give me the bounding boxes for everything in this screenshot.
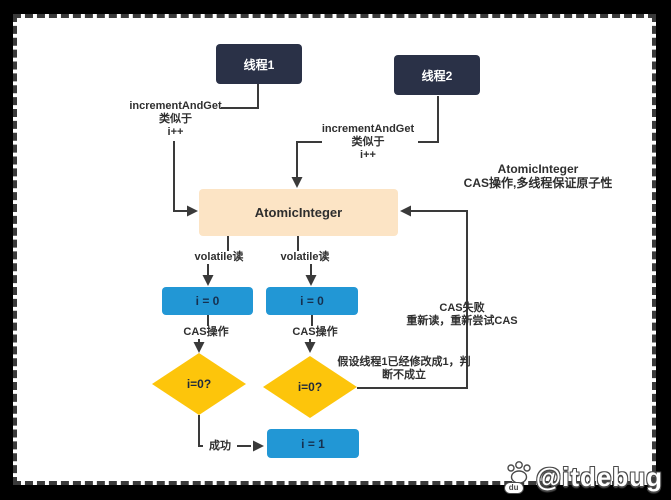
note-atomicinteger-cas: AtomicInteger CAS操作,多线程保证原子性 — [458, 162, 618, 190]
label-cas-op-right: CAS操作 — [285, 326, 345, 339]
label-line: 类似于 — [351, 135, 385, 148]
note-assume-modified: 假设线程1已经修改成1，判 断不成立 — [324, 356, 484, 382]
thread1-node: 线程1 — [216, 44, 302, 84]
note-line: 假设线程1已经修改成1，判 — [337, 356, 471, 368]
note-line: 断不成立 — [382, 368, 426, 381]
note-line: CAS失败 — [439, 302, 485, 314]
atomicinteger-node: AtomicInteger — [199, 189, 398, 236]
diagram-sheet — [13, 14, 656, 485]
label-line: i++ — [167, 125, 184, 138]
label-incrementandget-2: incrementAndGet 类似于 i++ — [320, 123, 416, 162]
label-cas-op-left: CAS操作 — [176, 326, 236, 339]
du-badge: du — [503, 482, 524, 494]
thread2-node: 线程2 — [394, 55, 480, 95]
label-line: 类似于 — [159, 112, 192, 125]
note-line: AtomicInteger — [497, 162, 579, 176]
label-volatile-read-left: volatile读 — [188, 251, 250, 264]
watermark: du @itdebug — [503, 460, 663, 494]
note-line: CAS操作,多线程保证原子性 — [463, 176, 613, 191]
label-line: incrementAndGet — [129, 100, 222, 112]
value-node-right: i = 0 — [266, 287, 358, 315]
label-line: incrementAndGet — [321, 123, 415, 135]
note-line: 重新读，重新尝试CAS — [406, 314, 518, 327]
note-cas-fail: CAS失败 重新读，重新尝试CAS — [382, 302, 542, 328]
label-incrementandget-1: incrementAndGet 类似于 i++ — [128, 100, 223, 139]
label-success: 成功 — [203, 440, 237, 453]
paw-icon: du — [503, 460, 534, 494]
label-volatile-read-right: volatile读 — [274, 251, 336, 264]
label-line: i++ — [360, 148, 376, 161]
value-node-left: i = 0 — [162, 287, 253, 315]
watermark-text: @itdebug — [535, 461, 663, 492]
result-node: i = 1 — [267, 429, 359, 458]
